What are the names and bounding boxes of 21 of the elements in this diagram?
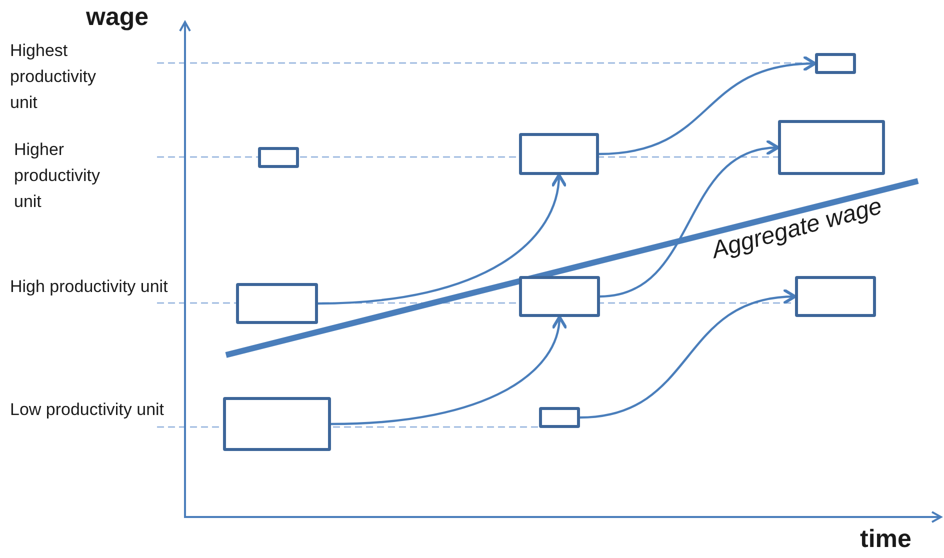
- row-label: Higher productivity unit: [14, 139, 101, 213]
- unit-box: [258, 147, 299, 168]
- unit-box: [236, 283, 318, 324]
- row-label: Highest productivity unit: [10, 40, 97, 114]
- row-label: High productivity unit: [10, 276, 169, 298]
- axis-label: wage: [86, 2, 150, 32]
- arrow: [330, 316, 566, 426]
- line-label: Aggregate wage: [709, 194, 885, 264]
- unit-box: [519, 276, 600, 317]
- unit-box: [795, 276, 876, 317]
- unit-box: [778, 120, 885, 175]
- row-label: Low productivity unit: [10, 399, 166, 421]
- arrow: [318, 174, 566, 305]
- arrow: [600, 141, 780, 298]
- unit-box: [519, 133, 599, 175]
- axis-label: time: [860, 524, 912, 554]
- unit-box: [539, 407, 580, 428]
- unit-box: [815, 53, 856, 74]
- arrow: [580, 290, 796, 419]
- unit-box: [223, 397, 331, 451]
- arrow: [598, 56, 816, 156]
